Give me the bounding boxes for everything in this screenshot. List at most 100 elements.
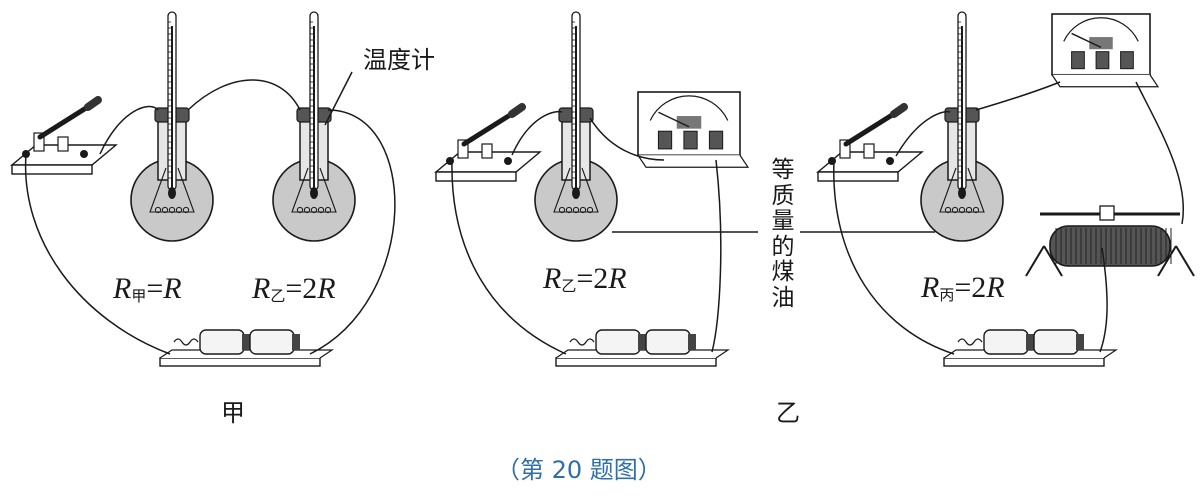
coil-turn [317, 206, 325, 214]
coil-turn [579, 206, 587, 214]
coil-turn [586, 206, 594, 214]
ammeter-needle [658, 111, 690, 128]
r-subscript: 乙 [270, 287, 286, 305]
switch-post [863, 143, 875, 159]
r-value: R [986, 271, 1005, 304]
switch-post [57, 136, 69, 152]
switch-terminal [504, 157, 512, 165]
switch-post [839, 139, 851, 159]
coil-turn [303, 206, 311, 214]
thermometer-bulb [168, 187, 176, 199]
r-symbol: R [543, 262, 562, 295]
rheostat-leg-left [1025, 245, 1063, 277]
battery-yi [555, 329, 730, 367]
r-value: R [163, 272, 182, 305]
r-equals: =2 [576, 262, 609, 295]
switch-terminal [886, 157, 894, 165]
battery-cell [595, 329, 641, 355]
ammeter-terminal [708, 130, 724, 150]
resistance-label-yi-b: R乙=2R [543, 264, 627, 294]
switch-post [481, 143, 493, 159]
panel-caption-yi: 乙 [776, 399, 800, 427]
thermometer-jia-2 [309, 11, 319, 199]
ammeter-terminal [1071, 51, 1085, 70]
heating-wire [149, 167, 195, 213]
battery-cap [292, 334, 300, 350]
battery-tray-top [159, 349, 334, 359]
battery-cell [645, 329, 691, 355]
r-subscript: 乙 [561, 277, 577, 295]
connecting-wire [833, 159, 955, 355]
battery-cap [688, 334, 696, 350]
battery-cap [1076, 334, 1084, 350]
battery-spring [173, 338, 199, 346]
connecting-wire [1135, 81, 1184, 225]
coil-turn [310, 206, 318, 214]
switch-terminal [80, 150, 88, 158]
battery-cell [1033, 329, 1079, 355]
switch-base-front [11, 164, 93, 175]
coil-turn [972, 206, 980, 214]
coil-turn [572, 206, 580, 214]
battery-spring [569, 338, 595, 346]
switch-terminal [446, 157, 454, 165]
battery-jia [159, 329, 334, 367]
switch-bing [816, 103, 924, 182]
coil-turn [944, 206, 952, 214]
oil-label: 等质量的煤油 [771, 157, 795, 311]
r-value: R [317, 272, 336, 305]
switch-terminal [828, 157, 836, 165]
connecting-wire [99, 105, 159, 155]
resistance-label-bing: R丙=2R [921, 273, 1005, 303]
connecting-wire [451, 159, 567, 355]
thermometer-bulb [572, 187, 580, 199]
ammeter-arc [1063, 17, 1139, 42]
switch-handle [890, 103, 908, 118]
coil-turn [951, 206, 959, 214]
rheostat-coil [1049, 225, 1171, 267]
r-symbol: R [921, 271, 940, 304]
heating-wire [291, 167, 337, 213]
r-subscript: 甲 [131, 287, 147, 305]
ammeter-terminal [657, 130, 673, 150]
ammeter-yi [637, 91, 750, 168]
ammeter-terminal [1120, 51, 1134, 70]
r-equals: = [146, 272, 164, 305]
ammeter-base [637, 154, 750, 168]
r-symbol: R [113, 272, 132, 305]
connecting-wire [895, 110, 951, 157]
battery-tray [159, 357, 321, 367]
heating-wire [939, 167, 985, 213]
r-value: R [608, 262, 627, 295]
r-equals: =2 [954, 271, 987, 304]
ammeter-terminal [683, 130, 698, 150]
coil-turn [324, 206, 332, 214]
connecting-wire [187, 79, 301, 111]
resistance-label-yi-a: R乙=2R [252, 274, 336, 304]
r-subscript: 丙 [939, 286, 955, 304]
battery-cell [249, 329, 295, 355]
switch-post [33, 132, 45, 152]
battery-cap [1026, 334, 1034, 350]
coil-turn [182, 206, 190, 214]
battery-cell [983, 329, 1029, 355]
panel-caption-jia: 甲 [221, 399, 245, 427]
rheostat-leg-right [1157, 245, 1195, 277]
connecting-wire [975, 81, 1061, 111]
thermometer-jia-1 [167, 11, 177, 199]
r-symbol: R [252, 272, 271, 305]
coil-turn [558, 206, 566, 214]
battery-cap [242, 334, 250, 350]
switch-base-front [817, 171, 899, 182]
rheostat-bing [1025, 205, 1195, 277]
coil-turn [175, 206, 183, 214]
coil-turn [168, 206, 176, 214]
ammeter-pointer-window [1089, 37, 1113, 50]
ammeter-base [1051, 74, 1160, 88]
connecting-wire [1099, 247, 1108, 353]
coil-turn [958, 206, 966, 214]
heating-wire [553, 167, 599, 213]
thermometer-yi [571, 11, 581, 199]
ammeter-needle [1071, 32, 1102, 49]
